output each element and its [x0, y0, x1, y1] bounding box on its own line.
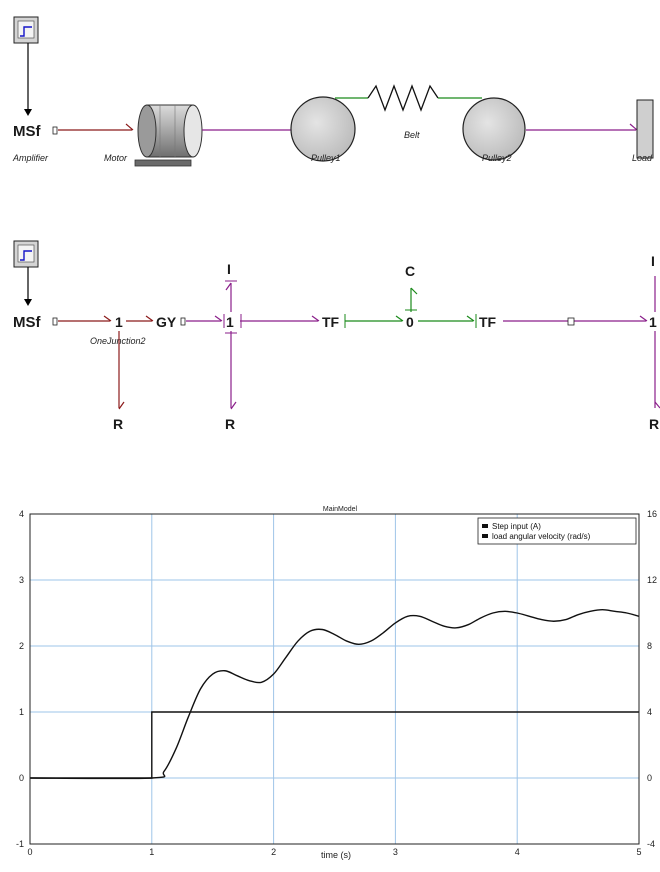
- gyrator-port: [180, 317, 186, 326]
- y2-tick-label-2: 4: [647, 707, 652, 717]
- y-tick-label-5: 4: [19, 509, 24, 519]
- inertia-right[interactable]: I: [651, 253, 655, 269]
- y2-tick-label-1: 0: [647, 773, 652, 783]
- junction1-label: OneJunction2: [90, 336, 146, 346]
- chart-series: [29, 608, 640, 780]
- bond-junction0-capacitor-arrow: [410, 287, 418, 295]
- legend-step-label: Step input (A): [492, 522, 541, 531]
- legend: Step input (A) load angular velocity (ra…: [477, 517, 637, 545]
- legend-swatch-step: [482, 524, 488, 528]
- x-tick-label-3: 3: [393, 847, 398, 857]
- gyrator[interactable]: GY: [156, 314, 177, 330]
- x-tick-label-4: 4: [515, 847, 520, 857]
- pulley2-load-halfarrow: [629, 123, 638, 131]
- chart-background: [8, 501, 660, 867]
- motor-label: Motor: [104, 153, 128, 163]
- belt-label: Belt: [404, 130, 420, 140]
- resistor-right[interactable]: R: [649, 416, 659, 432]
- pulley2-icon[interactable]: [462, 97, 526, 161]
- junction1[interactable]: 1: [115, 314, 123, 330]
- transformer1[interactable]: TF: [322, 314, 340, 330]
- y2-tick-label-4: 12: [647, 575, 657, 585]
- load-label: Load: [632, 153, 653, 163]
- bond-junction1-resistor-arrow: [118, 401, 125, 410]
- legend-swatch-velocity: [482, 534, 488, 538]
- resistor-left[interactable]: R: [113, 416, 123, 432]
- y-tick-label-0: -1: [16, 839, 24, 849]
- y2-tick-label-5: 16: [647, 509, 657, 519]
- bond-junction0-tf2-arrow: [466, 315, 475, 322]
- y-tick-label-4: 3: [19, 575, 24, 585]
- resistor-mid[interactable]: R: [225, 416, 235, 432]
- belt-spring-icon[interactable]: [367, 84, 439, 112]
- amplifier-source-label[interactable]: MSf: [13, 123, 42, 140]
- legend-velocity-label: load angular velocity (rad/s): [492, 532, 591, 541]
- iconic-model: MSf Amplifier Motor Pulley1 Belt Pulley2: [12, 16, 654, 167]
- x-axis-label: time (s): [321, 850, 351, 860]
- bond-source-port: [52, 317, 58, 326]
- x-tick-label-0: 0: [27, 847, 32, 857]
- y-tick-label-3: 2: [19, 641, 24, 651]
- step-input-icon-2[interactable]: [13, 240, 39, 268]
- amplifier-label: Amplifier: [12, 153, 49, 163]
- bond-junction1-gyrator-arrow: [145, 315, 154, 322]
- capacitor[interactable]: C: [405, 263, 415, 279]
- signal-arrow-bond: [24, 299, 32, 306]
- y-tick-label-1: 0: [19, 773, 24, 783]
- signal-arrow-top: [24, 109, 32, 116]
- y2-tick-label-3: 8: [647, 641, 652, 651]
- load-icon[interactable]: [636, 99, 654, 159]
- bond-source-label[interactable]: MSf: [13, 314, 42, 331]
- bond-graph: MSf 1 OneJunction2 R GY 1 I R: [13, 240, 660, 432]
- pulley1-icon[interactable]: [290, 96, 356, 162]
- inertia-top[interactable]: I: [227, 261, 231, 277]
- y-tick-label-2: 1: [19, 707, 24, 717]
- motor-icon[interactable]: [134, 104, 203, 167]
- junction3[interactable]: 1: [649, 314, 657, 330]
- x-tick-label-5: 5: [636, 847, 641, 857]
- legend-box: [477, 517, 637, 545]
- pulley1-label: Pulley1: [311, 153, 341, 163]
- bond-msf-junction1-arrow: [103, 315, 112, 322]
- series-line-1: [29, 608, 640, 780]
- amp-motor-halfarrow: [125, 123, 134, 131]
- chart-title: MainModel: [323, 506, 358, 513]
- tf2-port: [567, 317, 575, 326]
- bond-tf2-junction3-arrow: [639, 315, 648, 322]
- x-tick-label-1: 1: [149, 847, 154, 857]
- amplifier-port: [52, 126, 58, 135]
- plot-area-frame: [29, 513, 640, 845]
- junction2[interactable]: 1: [226, 314, 234, 330]
- bond-tf1-junction0-arrow: [395, 315, 404, 322]
- bond-gyrator-junction2-arrow: [214, 315, 223, 322]
- transformer2[interactable]: TF: [479, 314, 497, 330]
- junction0[interactable]: 0: [406, 314, 414, 330]
- y2-tick-label-0: -4: [647, 839, 655, 849]
- bond-junction2-inertia-arrow: [225, 282, 232, 291]
- step-input-icon[interactable]: [13, 16, 39, 44]
- x-tick-label-2: 2: [271, 847, 276, 857]
- bond-junction2-tf1-arrow: [311, 315, 320, 322]
- bond-junction3-resistor-arrow: [654, 401, 660, 409]
- pulley2-label: Pulley2: [482, 153, 512, 163]
- bond-junction2-resistor-arrow: [230, 401, 237, 410]
